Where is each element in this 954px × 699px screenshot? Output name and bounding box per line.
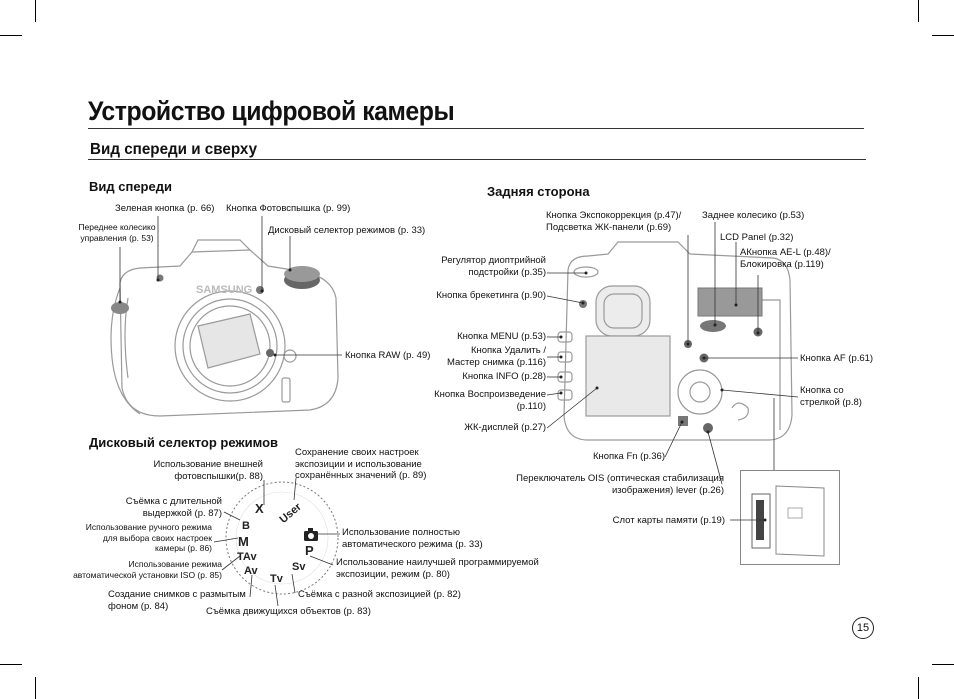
ois-switch-label: Переключатель OIS (оптическая стабилизац… [516, 473, 724, 496]
mode-dial-heading: Дисковый селектор режимов [89, 435, 279, 450]
card-slot-label: Слот карты памяти (p.19) [612, 515, 725, 526]
rear-camera-illustration [557, 241, 793, 441]
dial-mark-av: Av [244, 565, 259, 577]
bracket-button-label: Кнопка брекетинга (p.90) [436, 290, 546, 301]
dial-sv-label: Съёмка с разной экспозицией (p. 82) [298, 589, 461, 600]
crop-mark [932, 664, 954, 665]
playback-button-label: Кнопка Воспроизведение(p.110) [434, 389, 546, 412]
page-number: 15 [852, 617, 874, 639]
crop-mark [918, 677, 919, 699]
dial-mark-m: M [238, 534, 249, 549]
dial-mark-tav: TAv [237, 551, 257, 563]
crop-mark [0, 35, 22, 36]
ae-lock-label: АКнопка AE-L (p.48)/Блокировка (p.119) [740, 247, 831, 270]
menu-button-label: Кнопка MENU (p.53) [457, 331, 546, 342]
brand-logo: SAMSUNG [196, 284, 252, 296]
mode-dial-illustration: X B M TAv Av Tv Sv P User [225, 481, 339, 595]
front-view-heading: Вид спереди [89, 179, 172, 194]
info-button-label: Кнопка INFO (p.28) [462, 371, 546, 382]
flash-button-label: Кнопка Фотовспышка (p. 99) [226, 203, 351, 214]
crop-mark [918, 0, 919, 22]
fn-button-label: Кнопка Fn (p.36) [592, 451, 665, 462]
rear-view-heading: Задняя сторона [487, 184, 590, 199]
dial-mark-p: P [305, 543, 314, 558]
front-camera-illustration: SAMSUNG [110, 239, 339, 417]
lcd-panel-label: LCD Panel (p.32) [720, 232, 794, 243]
crop-mark [0, 664, 22, 665]
af-button-label: Кнопка AF (p.61) [800, 353, 874, 364]
title-rule [88, 128, 864, 129]
delete-button-label: Кнопка Удалить /Мастер снимка (p.116) [446, 345, 546, 368]
crop-mark [35, 0, 36, 22]
section-subtitle: Вид спереди и сверху [90, 141, 258, 158]
raw-button-label: Кнопка RAW (p. 49) [345, 350, 431, 361]
crop-mark [35, 677, 36, 699]
subtitle-rule [88, 159, 866, 160]
crop-mark [932, 35, 954, 36]
mode-dial-label: Дисковый селектор режимов (p. 33) [268, 225, 426, 236]
camera-auto-icon [304, 528, 318, 541]
dial-tv-label: Съёмка движущихся объектов (p. 83) [206, 606, 371, 617]
green-button-label: Зеленая кнопка (p. 66) [115, 203, 215, 214]
dial-mark-b: B [242, 520, 250, 532]
page-title: Устройство цифровой камеры [88, 96, 455, 126]
dial-mark-tv: Tv [270, 573, 284, 585]
rear-dial-label: Заднее колесико (p.53) [702, 210, 805, 221]
dial-mark-sv: Sv [292, 561, 306, 573]
exposure-button-label: Кнопка Экспокоррекция (p.47)/Подсветка Ж… [546, 210, 682, 233]
dial-mark-x: X [255, 501, 264, 516]
lcd-display-label: ЖК-дисплей (p.27) [464, 422, 546, 433]
